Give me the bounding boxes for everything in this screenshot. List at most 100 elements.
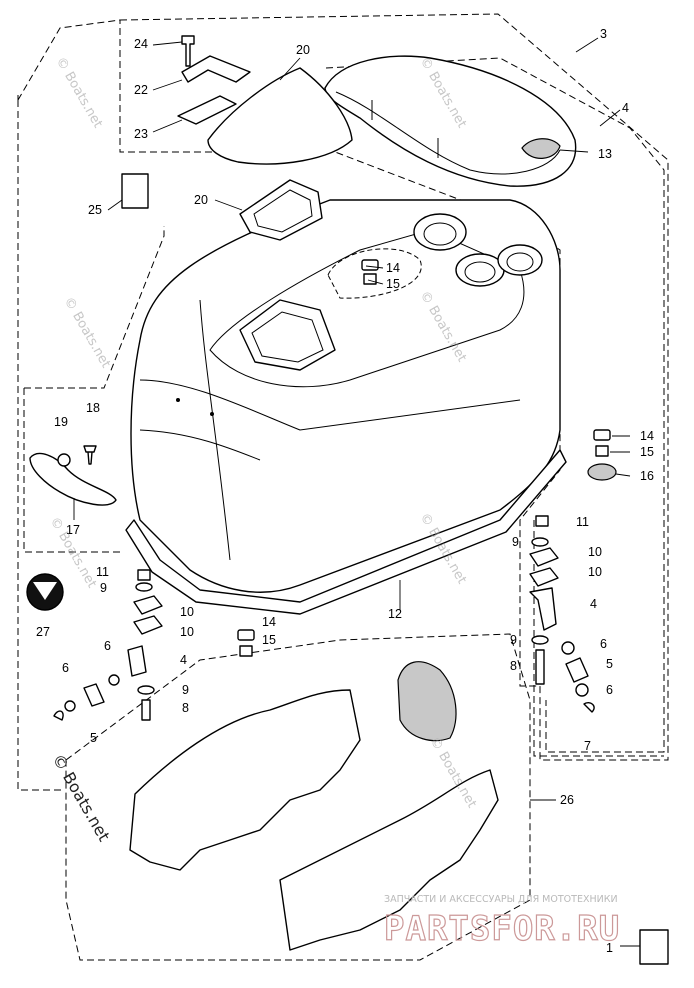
washer-9-right-bottom [531,635,549,645]
callout-21: 20 [296,43,310,57]
washer-9-right-top [531,537,549,547]
callout-6-right-1: 6 [600,637,607,651]
latch-bracket-22 [181,55,251,83]
fastener-hole [176,398,180,402]
insulation-sheet-left [129,689,361,871]
top-cover [324,55,577,187]
callout-1: 1 [606,941,613,955]
bottom-seal [125,449,567,615]
callout-17: 17 [66,523,80,537]
assembly-26-outline [65,633,531,961]
grommet-14-right [593,429,611,441]
callout-14-bottom: 14 [262,615,276,629]
bushing-5-right [565,657,589,683]
callout-9-right-top: 9 [512,535,519,549]
callout-20: 20 [194,193,208,207]
seal-strip [125,449,567,615]
washer-9-left-bottom [137,685,155,695]
plate-10-right-2 [529,567,559,587]
callout-24: 24 [134,37,148,51]
callout-8-left: 8 [182,701,189,715]
leader-13 [559,149,589,153]
branding-logo: PARTSFOR.RU [384,909,620,949]
cover-inner-edge [335,91,561,175]
center-grommets [237,259,379,657]
watermark-prominent: © Boats.net [49,751,114,845]
leader-24 [152,41,183,46]
nut-11-left [137,569,151,581]
insulation-sheet-right [279,769,499,951]
callout-14-top: 14 [386,261,400,275]
insulation-pad-small [397,661,457,742]
screw-18 [83,445,97,465]
leader-21 [279,57,301,81]
callout-11-right: 11 [576,515,589,529]
callout-15-right: 15 [640,445,654,459]
callout-11-left: 11 [96,565,109,579]
top-cowling [130,199,561,593]
callout-12: 12 [388,607,402,621]
air-duct-opening [239,299,336,371]
emblem-17 [29,452,117,506]
reference-box-25 [121,173,149,209]
lower-mount-outline [533,520,664,757]
bolt-8-right [535,649,545,685]
leader-22 [152,79,183,91]
fastener-hole [210,412,214,416]
intake-port-1-inner [423,222,457,246]
leader-20 [214,199,243,211]
cowling-crease-upper [139,379,521,431]
plate-10-left-2 [133,615,163,635]
callout-10-right-2: 10 [588,565,602,579]
grommet-14-bottom [237,629,255,641]
callout-13: 13 [598,147,612,161]
callout-2: 3 [600,27,607,41]
callout-10-left-2: 10 [180,625,194,639]
bushing-5-left [83,683,105,707]
callout-22: 22 [134,83,148,97]
bracket-4-left [127,645,147,677]
intake-port-2 [455,253,505,287]
callout-10-left-1: 10 [180,605,194,619]
insulation-sheets [129,661,499,951]
callout-7: 7 [584,739,591,753]
callout-8-right: 8 [510,659,517,673]
washer-9-left-top [135,582,153,592]
intake-port-3-inner [506,252,534,272]
callout-10-right-1: 10 [588,545,602,559]
site-branding: ЗАПЧАСТИ И АКСЕССУАРЫ ДЛЯ МОТОТЕХНИКИ PA… [383,894,620,950]
nut-11-right [535,515,549,527]
cap-16 [587,463,617,481]
intake-port-2-inner [464,261,496,283]
clip-7-right [583,702,595,713]
washer-6-right-2 [575,683,589,697]
callout-9-left-top: 9 [100,581,107,595]
assembly-3-outline [325,57,665,753]
cowling-crease-lower [139,429,261,461]
cowling-shell [130,199,561,593]
duct-seal-20-inner [253,189,313,233]
callout-15-top: 15 [386,277,400,291]
callout-15-bottom: 15 [262,633,276,647]
callout-6-left-2: 6 [62,661,69,675]
washer-19 [57,453,71,467]
callout-9-right-bottom: 9 [510,633,517,647]
bracket-4-right [529,587,557,631]
vent-cover-21 [207,67,353,165]
callout-6-left-1: 6 [104,639,111,653]
assembly-1-outline [17,19,121,791]
cowling-panel-line [199,299,231,561]
washer-6-left-1 [108,674,120,686]
callout-3: 4 [622,101,629,115]
plate-10-right-1 [529,547,559,567]
cover-handle-recess [521,138,561,159]
washer-6-left-2 [64,700,76,712]
callout-labels: 3 4 24 20 22 23 13 20 25 14 15 18 19 14 … [36,27,654,955]
clip-7-left [53,710,64,721]
leader-15-top [367,279,384,285]
leader-lines [73,37,640,947]
callout-5-left: 5 [90,731,97,745]
cover-body [324,55,577,187]
vent-assembly [177,35,353,241]
watermark-1: © Boats.net [53,55,106,131]
